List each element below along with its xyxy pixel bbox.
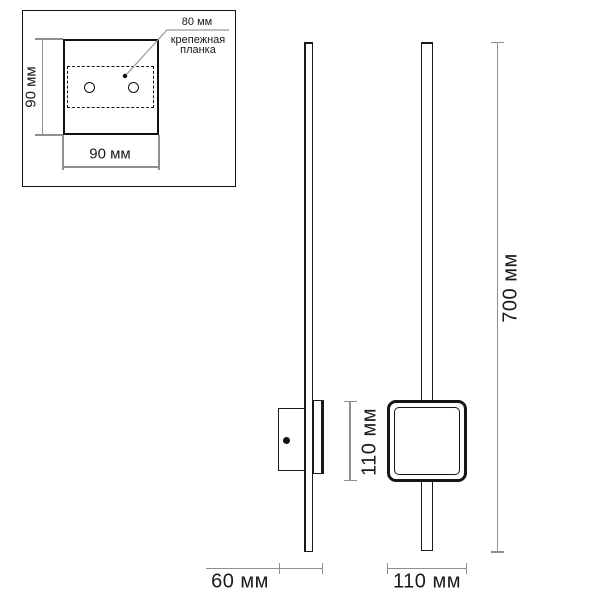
lamp-bar-side-view: [304, 42, 313, 552]
dim-tick-front-left: [386, 562, 388, 574]
bracket-name-line1: крепежная: [170, 34, 226, 46]
bracket-name-label: крепежная планка: [170, 34, 226, 56]
plate-width-label: 90 мм: [89, 145, 131, 163]
bracket-name-line2: планка: [180, 44, 216, 56]
dim-line-mount-height: [349, 401, 351, 481]
ext-line-plate-top: [35, 38, 63, 40]
screw-hole-right: [128, 82, 139, 93]
dim-tick-depth-right: [321, 562, 323, 574]
mount-box-side-view: [277, 408, 305, 471]
dim-tick-front-right: [466, 562, 468, 574]
lamp-square-frame-inner: [393, 406, 461, 476]
bracket-width-label: 80 мм: [181, 16, 213, 28]
plate-height-label: 90 мм: [22, 66, 40, 108]
dim-tick-depth-left: [278, 562, 280, 574]
mounting-bracket-dashed-outline: [67, 66, 154, 108]
lamp-height-label: 700 мм: [499, 253, 522, 323]
dim-line-depth: [206, 568, 323, 570]
front-width-label: 110 мм: [393, 570, 461, 593]
leader-dot: [122, 73, 128, 79]
ext-line-plate-right: [158, 135, 160, 170]
leader-line: [124, 29, 229, 77]
dim-line-plate-height: [41, 39, 43, 135]
mount-height-label: 110 мм: [358, 408, 381, 476]
screw-dot: [282, 437, 290, 444]
dim-line-lamp-height: [496, 42, 498, 552]
dim-line-plate-width: [63, 166, 159, 168]
wall-plate-side-view: [313, 400, 324, 474]
leader-line-graphic: [122, 29, 229, 79]
ext-line-plate-left: [62, 135, 64, 170]
ext-line-plate-bottom: [35, 134, 63, 136]
screw-hole-left: [84, 82, 95, 93]
depth-label: 60 мм: [211, 570, 269, 593]
dim-line-front-width: [387, 568, 467, 570]
